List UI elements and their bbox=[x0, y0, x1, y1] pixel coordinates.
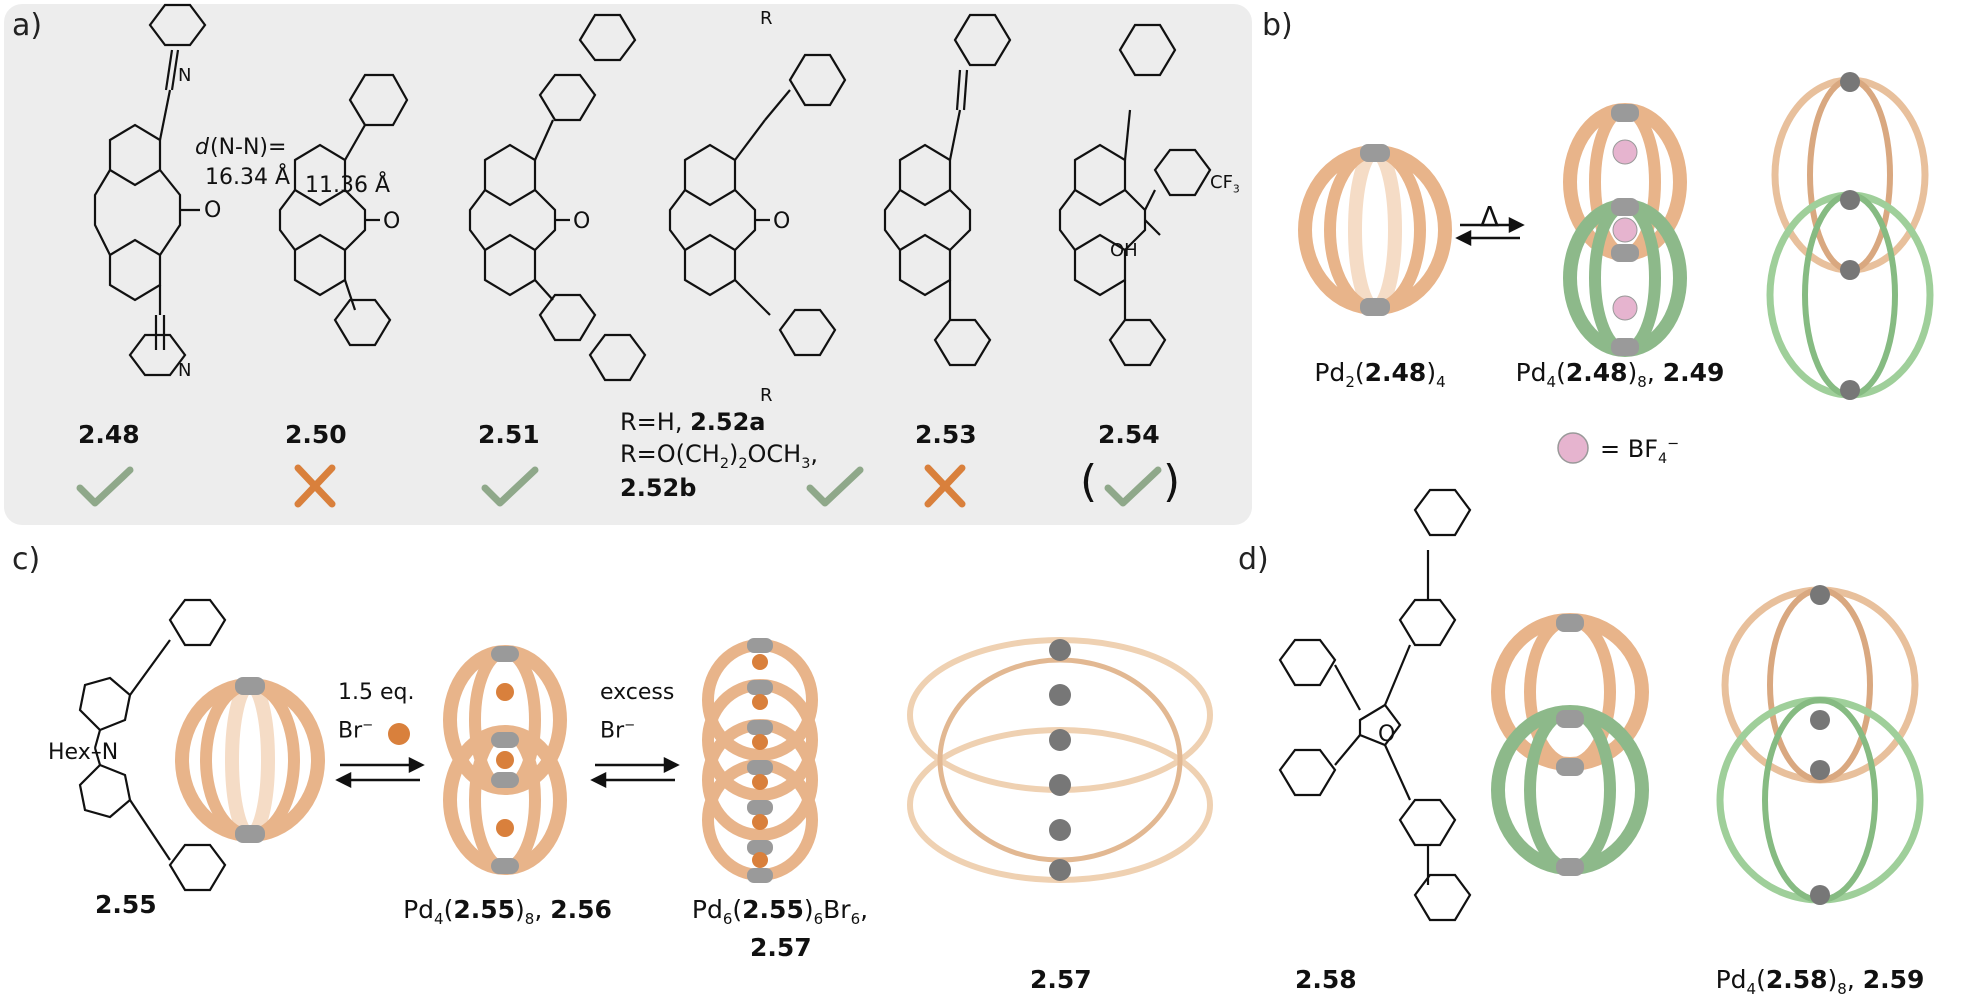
bf4-anion-1 bbox=[1612, 139, 1638, 165]
structure-2-51 bbox=[468, 13, 647, 382]
distance-label-nn: (N-N)= bbox=[210, 135, 287, 160]
panel-label-a: a) bbox=[12, 8, 43, 43]
compound-2-58: 2.58 bbox=[1295, 965, 1357, 994]
bf4-legend-swatch bbox=[1557, 432, 1589, 464]
panel-label-c: c) bbox=[12, 542, 41, 577]
carbonyl-o-252: O bbox=[773, 209, 791, 234]
cage-c-monomer bbox=[175, 677, 325, 843]
compound-2-54: 2.54 bbox=[1098, 420, 1160, 449]
panel-label-d: d) bbox=[1238, 542, 1269, 577]
step1-bromide: Br− bbox=[338, 718, 374, 744]
cage-pd4-255 bbox=[443, 645, 567, 875]
furan-o-label: O bbox=[1378, 722, 1396, 747]
distance-value-16: 16.34 Å bbox=[205, 165, 291, 190]
cross-icon-2-53 bbox=[924, 464, 966, 508]
hex-label: Hex–N bbox=[48, 740, 119, 765]
compound-2-57: 2.57 bbox=[750, 933, 812, 962]
paren-open: ( bbox=[1080, 456, 1098, 507]
panel-b-cages bbox=[1298, 72, 1934, 400]
check-icon-2-51 bbox=[481, 466, 539, 507]
compound-2-52a-label: R=H, 2.52a bbox=[620, 408, 766, 436]
structure-2-58 bbox=[1278, 488, 1472, 922]
bromide-2 bbox=[496, 751, 514, 769]
bromide-legend-dot bbox=[388, 723, 410, 745]
check-icon-2-48 bbox=[76, 466, 134, 507]
structure-2-55 bbox=[78, 598, 227, 892]
panel-d-cages bbox=[1491, 585, 1924, 905]
distance-label-d: d bbox=[195, 135, 209, 160]
panel-a-structures bbox=[93, 3, 1212, 382]
crystal-structure-249 bbox=[1766, 72, 1934, 400]
structure-2-52 bbox=[668, 53, 847, 357]
carbonyl-o-248: O bbox=[204, 198, 222, 223]
crystal-structure-257 bbox=[907, 637, 1213, 883]
compound-2-52b-label: 2.52b bbox=[620, 474, 697, 502]
pyridine-n-2: N bbox=[178, 360, 192, 381]
check-icon-2-54 bbox=[1104, 466, 1162, 507]
caption-pd4-255: Pd4(2.55)8, 2.56 bbox=[403, 895, 612, 928]
paren-close: ) bbox=[1163, 456, 1181, 507]
compound-2-50: 2.50 bbox=[285, 420, 347, 449]
compound-2-52b-substituent: R=O(CH2)2OCH3, bbox=[620, 440, 819, 472]
bromide-1 bbox=[496, 683, 514, 701]
compound-2-55: 2.55 bbox=[95, 890, 157, 919]
structure-2-48 bbox=[93, 3, 207, 377]
carbonyl-o-251: O bbox=[573, 209, 591, 234]
structure-2-50 bbox=[278, 73, 409, 347]
cage-pd6-255 bbox=[702, 638, 818, 883]
compound-2-53: 2.53 bbox=[915, 420, 977, 449]
bromide-3 bbox=[496, 819, 514, 837]
structure-2-54 bbox=[1058, 23, 1212, 367]
cage-pd2-248 bbox=[1298, 144, 1452, 316]
step2-excess: excess bbox=[600, 680, 675, 705]
caption-pd2-248: Pd2(2.48)4 bbox=[1314, 358, 1446, 391]
r-label-bottom: R bbox=[760, 385, 773, 406]
result-marks bbox=[76, 464, 1162, 508]
carbonyl-o-250: O bbox=[383, 209, 401, 234]
step2-bromide: Br− bbox=[600, 718, 636, 744]
caption-pd6-255: Pd6(2.55)6Br6, bbox=[691, 895, 869, 928]
distance-value-11: 11.36 Å bbox=[305, 173, 391, 198]
bf4-anion-3 bbox=[1612, 295, 1638, 321]
cf3-label: CF3 bbox=[1210, 172, 1240, 196]
crystal-structure-259 bbox=[1716, 585, 1924, 905]
compound-2-48: 2.48 bbox=[78, 420, 140, 449]
pyridine-n-1: N bbox=[178, 65, 192, 86]
cage-pd4-258 bbox=[1491, 613, 1649, 876]
check-icon-2-52 bbox=[806, 466, 864, 507]
structure-2-53 bbox=[883, 13, 1012, 367]
equilibrium-arrow-b bbox=[1455, 216, 1525, 247]
caption-pd4-258: Pd4(2.58)8, 2.59 bbox=[1715, 965, 1925, 998]
bf4-anion-2 bbox=[1612, 217, 1638, 243]
equilibrium-arrow-c1 bbox=[335, 756, 425, 789]
heat-delta-label: Δ bbox=[1480, 200, 1500, 233]
panel-label-b: b) bbox=[1262, 8, 1293, 43]
caption-pd4-248: Pd4(2.48)8, 2.49 bbox=[1515, 358, 1725, 391]
crystal-label-2-57: 2.57 bbox=[1030, 965, 1092, 994]
r-label-top: R bbox=[760, 8, 773, 29]
oh-label: OH bbox=[1110, 240, 1138, 261]
compound-2-51: 2.51 bbox=[478, 420, 540, 449]
panel-c-cages bbox=[175, 637, 1213, 883]
equilibrium-arrow-c2 bbox=[590, 756, 680, 789]
cross-icon-2-50 bbox=[294, 464, 336, 508]
cage-pd4-248 bbox=[1563, 103, 1687, 357]
step1-equiv: 1.5 eq. bbox=[338, 680, 415, 705]
bf4-legend-label: = BF4− bbox=[1600, 435, 1680, 467]
panel-a-background bbox=[4, 4, 1252, 525]
